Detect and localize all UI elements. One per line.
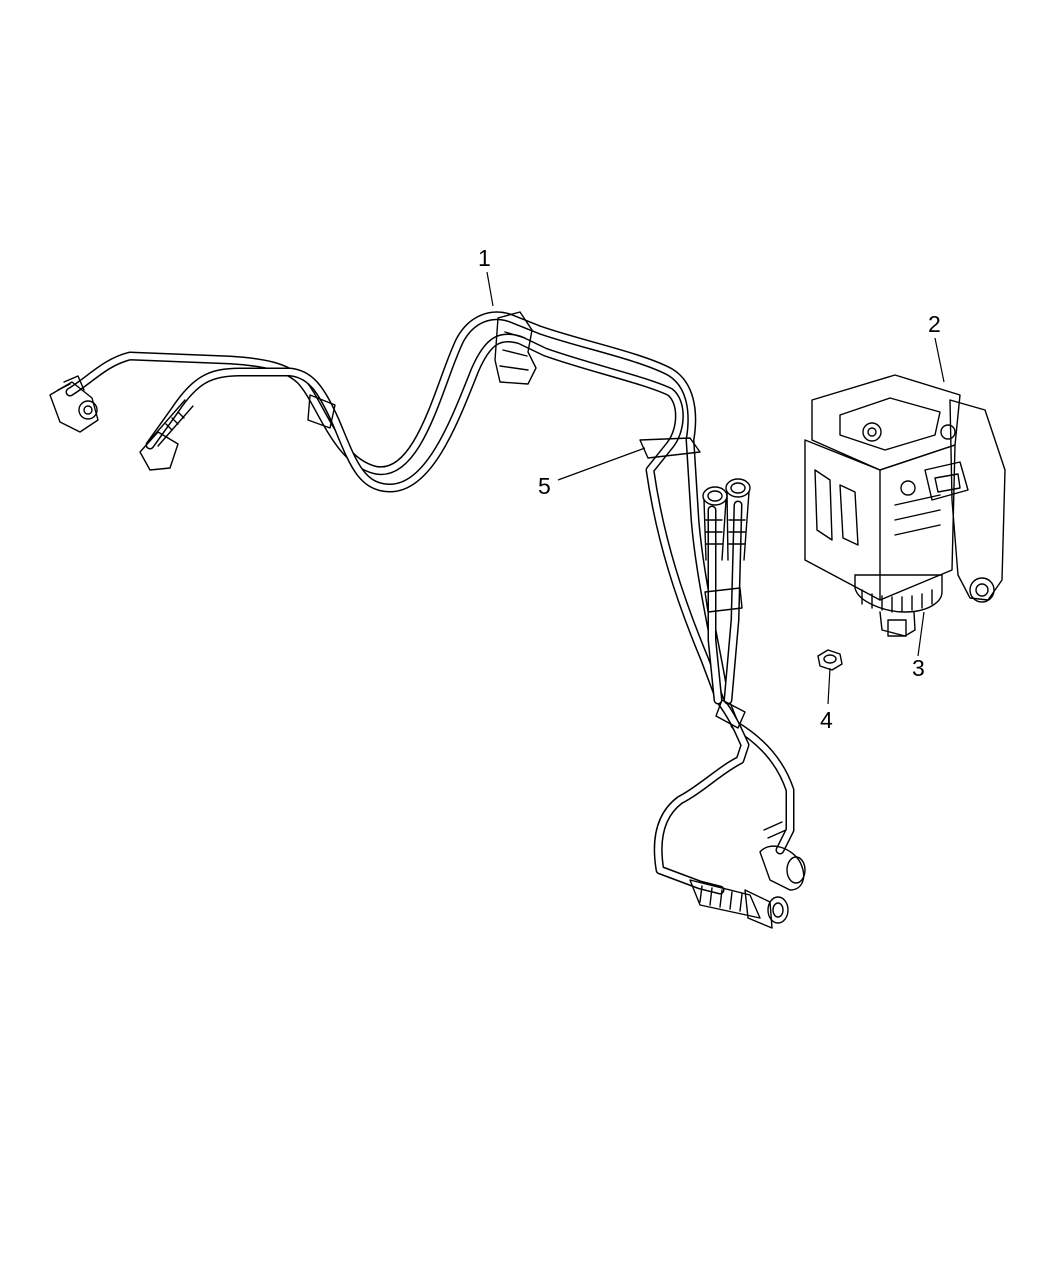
leader-1	[486, 271, 494, 307]
leader-4	[827, 667, 831, 705]
callout-3: 3	[912, 655, 925, 681]
callout-5: 5	[538, 473, 551, 499]
callout-labels: 1 2 3 4 5	[478, 245, 941, 733]
leader-lines	[486, 271, 945, 705]
callout-4: 4	[820, 707, 833, 733]
bottom-right-connector	[759, 821, 806, 891]
callout-1: 1	[478, 245, 491, 271]
line-clip-lower	[704, 587, 743, 613]
filter-outlet-fitting	[725, 478, 751, 561]
line-clip-middle	[639, 437, 701, 459]
leader-2	[934, 337, 945, 383]
left-elbow-connector	[49, 375, 99, 433]
left-straight-connector	[139, 399, 194, 471]
line-clip-top	[494, 311, 537, 385]
water-in-fuel-sensor	[854, 574, 943, 637]
bottom-left-connector	[689, 879, 789, 929]
line-retainer-left	[307, 394, 336, 429]
callout-2: 2	[928, 311, 941, 337]
leader-5	[557, 447, 646, 481]
line-retainer-lower	[715, 699, 746, 729]
fuel-line-bundle	[65, 311, 795, 895]
leader-3	[917, 611, 925, 657]
mounting-nut	[817, 649, 843, 671]
fuel-filter-assembly	[804, 374, 1006, 603]
